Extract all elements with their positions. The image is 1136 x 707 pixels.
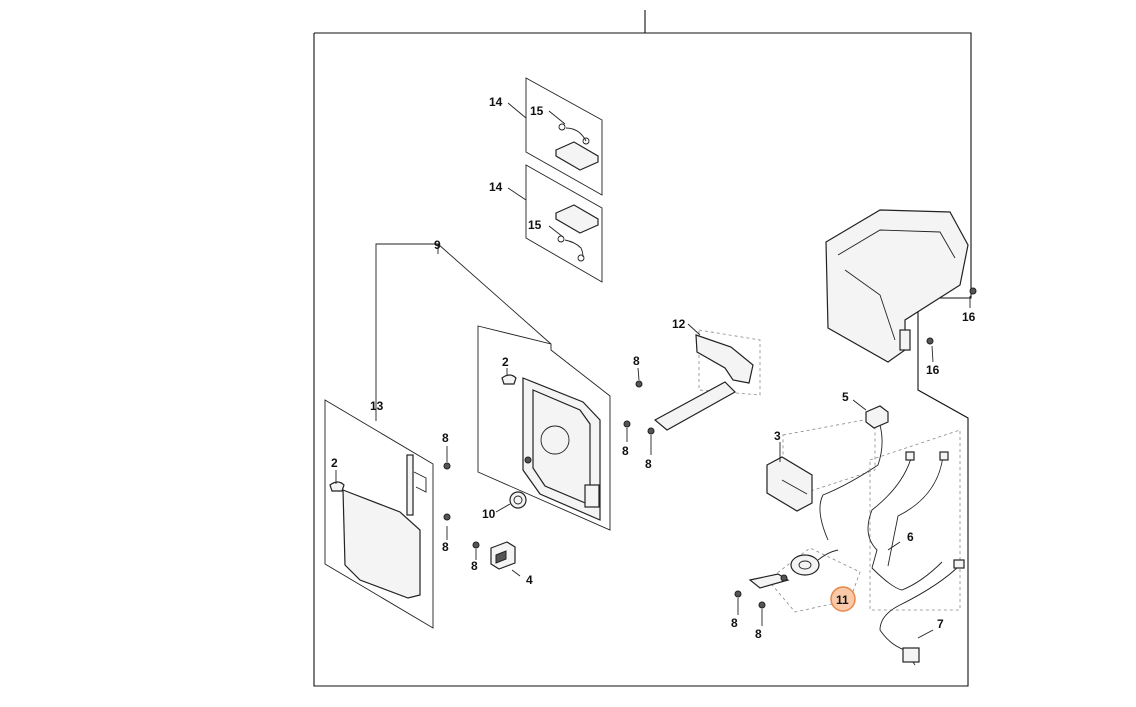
callout-12[interactable]: 12 <box>672 317 686 331</box>
screw-16-upper[interactable] <box>969 287 977 295</box>
callout-15-upper[interactable]: 15 <box>530 104 544 118</box>
callout-8-g[interactable]: 8 <box>731 616 738 630</box>
diagram-frame <box>313 10 972 687</box>
callout-brackets <box>375 243 552 421</box>
callout-8-a[interactable]: 8 <box>442 431 449 445</box>
callout-8-f[interactable]: 8 <box>645 457 652 471</box>
callout-14-upper[interactable]: 14 <box>489 95 503 109</box>
callout-9[interactable]: 9 <box>434 238 441 252</box>
callout-16-upper[interactable]: 16 <box>962 310 976 324</box>
switch-part-4[interactable] <box>490 541 516 570</box>
callout-4[interactable]: 4 <box>526 573 533 587</box>
callout-3[interactable]: 3 <box>774 429 781 443</box>
engine-housing[interactable] <box>825 209 969 363</box>
callout-8-h[interactable]: 8 <box>755 627 762 641</box>
callout-11-highlight[interactable]: 11 <box>830 586 856 612</box>
callout-2-upper[interactable]: 2 <box>502 355 509 369</box>
leader-lines <box>335 296 971 639</box>
callout-7[interactable]: 7 <box>937 617 944 631</box>
callouts: 14 15 14 15 9 13 2 2 8 8 10 8 4 12 8 8 8… <box>331 95 976 641</box>
clip-part-2-lower[interactable] <box>329 481 345 492</box>
front-panel-assembly[interactable] <box>477 325 611 531</box>
callout-16-lower[interactable]: 16 <box>926 363 940 377</box>
callout-2-lower[interactable]: 2 <box>331 456 338 470</box>
callout-11[interactable]: 11 <box>836 593 849 607</box>
wire-harness-7[interactable] <box>879 559 965 666</box>
callout-14-lower[interactable]: 14 <box>489 180 503 194</box>
callout-8-c[interactable]: 8 <box>471 559 478 573</box>
bracket-group-lower[interactable] <box>507 164 603 283</box>
callout-5[interactable]: 5 <box>842 390 849 404</box>
callout-8-b[interactable]: 8 <box>442 540 449 554</box>
callout-10[interactable]: 10 <box>482 507 496 521</box>
cover-panel[interactable] <box>324 399 434 629</box>
screw-16-lower[interactable] <box>926 337 934 345</box>
callout-13[interactable]: 13 <box>370 399 384 413</box>
callout-6[interactable]: 6 <box>907 530 914 544</box>
mount-bracket-12[interactable] <box>653 329 761 431</box>
wire-harness-6[interactable] <box>867 429 961 611</box>
callout-15-lower[interactable]: 15 <box>528 218 542 232</box>
control-module-3[interactable] <box>766 417 876 512</box>
connector-part-5[interactable] <box>819 405 889 541</box>
screws[interactable] <box>443 380 766 609</box>
bracket-group-upper[interactable] <box>507 77 603 196</box>
knob-part-10[interactable] <box>509 491 527 509</box>
callout-8-d[interactable]: 8 <box>633 354 640 368</box>
ignition-assembly-11[interactable] <box>748 547 861 613</box>
clip-part-2-upper[interactable] <box>501 374 517 385</box>
callout-8-e[interactable]: 8 <box>622 444 629 458</box>
